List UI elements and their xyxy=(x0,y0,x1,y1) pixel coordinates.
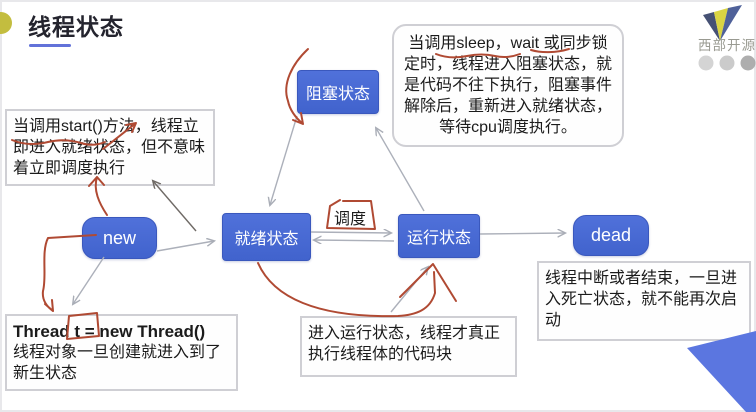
page-title: 线程状态 xyxy=(28,14,124,40)
note-dead-state: 线程中断或者结束，一旦进入死亡状态，就不能再次启动 xyxy=(537,261,751,341)
state-node-running: 运行状态 xyxy=(398,214,480,258)
logo-dot-3 xyxy=(740,55,756,71)
arrow-ready-to-running xyxy=(310,232,391,233)
logo-facet-left xyxy=(703,12,720,41)
brand-name: 西部开源 xyxy=(698,38,756,53)
note-blocked-explanation: 当调用sleep，wait 或同步锁定时，线程进入阻塞状态，就是代码不往下执行，… xyxy=(392,24,624,147)
logo-dot-2 xyxy=(719,55,735,71)
edge-label-schedule: 调度 xyxy=(334,211,367,228)
state-node-new: new xyxy=(82,217,157,259)
note-new-state: Thread t = new Thread() 线程对象一旦创建就进入到了新生状… xyxy=(5,314,238,391)
ink-big-arrowhead-running xyxy=(399,263,457,302)
brand-logo: 西部开源 xyxy=(698,5,756,71)
note-new-text: 线程对象一旦创建就进入到了新生状态 xyxy=(13,344,222,382)
note-running-state: 进入运行状态，线程才真正执行线程体的代码块 xyxy=(300,316,517,377)
logo-facet-right xyxy=(720,5,742,41)
state-node-dead: dead xyxy=(573,215,649,256)
corner-triangle-deco xyxy=(687,331,756,412)
arrow-running-to-ready xyxy=(314,240,395,241)
state-node-ready: 就绪状态 xyxy=(222,213,311,261)
arrow-new-to-note xyxy=(73,256,105,304)
arrow-ready-to-note xyxy=(153,181,197,232)
arrow-blocked-to-ready xyxy=(270,115,298,205)
code-line: Thread t = new Thread() xyxy=(13,322,206,341)
note-start-method: 当调用start()方法，线程立即进入就绪状态，但不意味着立即调度执行 xyxy=(5,109,215,186)
arrow-running-to-dead xyxy=(479,233,565,234)
state-node-blocked: 阻塞状态 xyxy=(297,70,379,114)
ink-curve-ready-running xyxy=(257,262,436,318)
arrow-new-to-ready xyxy=(156,241,214,252)
corner-dot-deco xyxy=(0,12,12,34)
logo-dot-1 xyxy=(698,55,714,71)
title-underline xyxy=(29,44,71,47)
arrow-note-to-running xyxy=(390,267,428,313)
logo-facet-middle xyxy=(714,8,728,41)
